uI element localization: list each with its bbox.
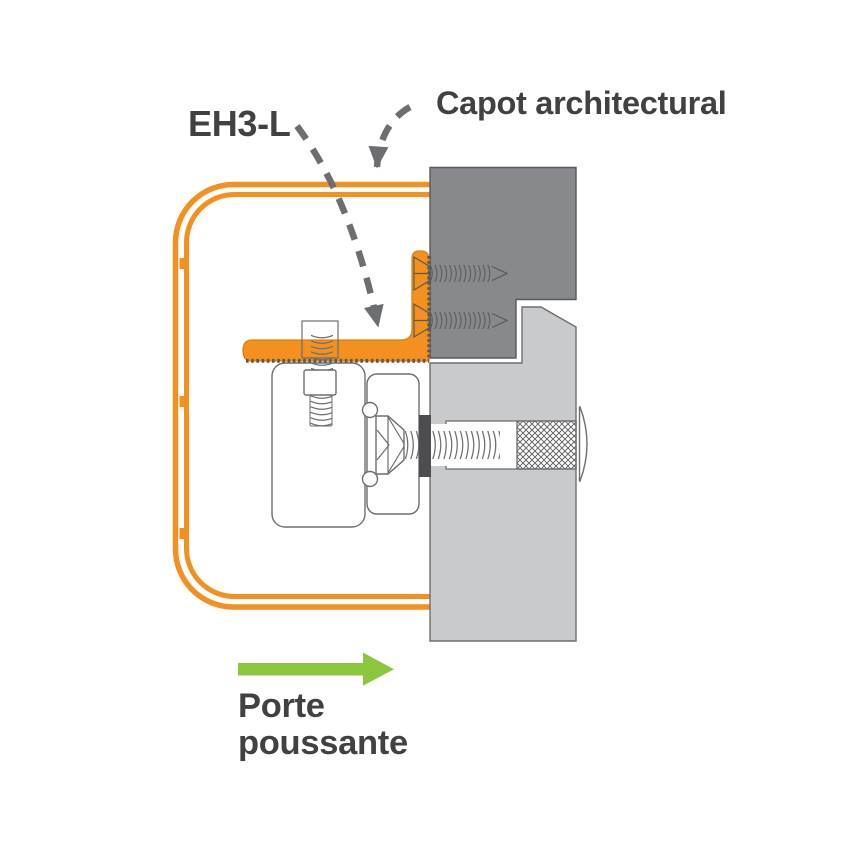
- capot-clip-nub: [179, 528, 185, 539]
- door-direction-arrow: [238, 652, 394, 686]
- bracket-label: EH3-L: [188, 103, 291, 144]
- cover-label: Capot architectural: [436, 85, 726, 121]
- stud-thread-lower: [309, 394, 333, 427]
- capot-outer-line: [172, 181, 430, 610]
- eh3l-bracket-body: [242, 250, 430, 362]
- bracket-leader-arrow: [294, 124, 384, 328]
- door-push-label-line2: poussante: [238, 724, 408, 762]
- screw-thread: [429, 312, 492, 329]
- frame-block: [429, 166, 577, 359]
- screw-thread: [429, 265, 492, 282]
- stud-nut: [303, 369, 337, 396]
- capot-clip-nub: [179, 396, 185, 407]
- mounting-screw-bottom: [413, 302, 509, 339]
- end-cap-arc: [578, 406, 588, 482]
- mounting-screw-top: [413, 255, 509, 292]
- screw-tip: [491, 265, 509, 282]
- capot-clip-nub: [179, 258, 185, 269]
- capot-profile-outline: [172, 181, 430, 610]
- detent-roller-bottom: [361, 470, 379, 488]
- cover-leader-arrow: [368, 104, 412, 169]
- screw-tip: [491, 312, 509, 329]
- bolt-washer: [419, 415, 431, 477]
- knurled-barrel-nut: [516, 420, 577, 470]
- bolt-thread-inner: [404, 431, 420, 459]
- door-push-label-line1: Porte: [238, 687, 325, 725]
- capot-inner-line: [184, 192, 430, 599]
- stud-thread-upper: [311, 334, 333, 370]
- threaded-stud-assembly: [301, 320, 339, 427]
- eh3l-bracket: [242, 250, 432, 363]
- bolt-head-detail: [376, 416, 405, 474]
- bolt-thread-outer: [431, 431, 500, 459]
- detent-roller-top: [361, 401, 379, 419]
- door-panel: [429, 306, 577, 642]
- fixing-bolt-assembly: [375, 415, 500, 477]
